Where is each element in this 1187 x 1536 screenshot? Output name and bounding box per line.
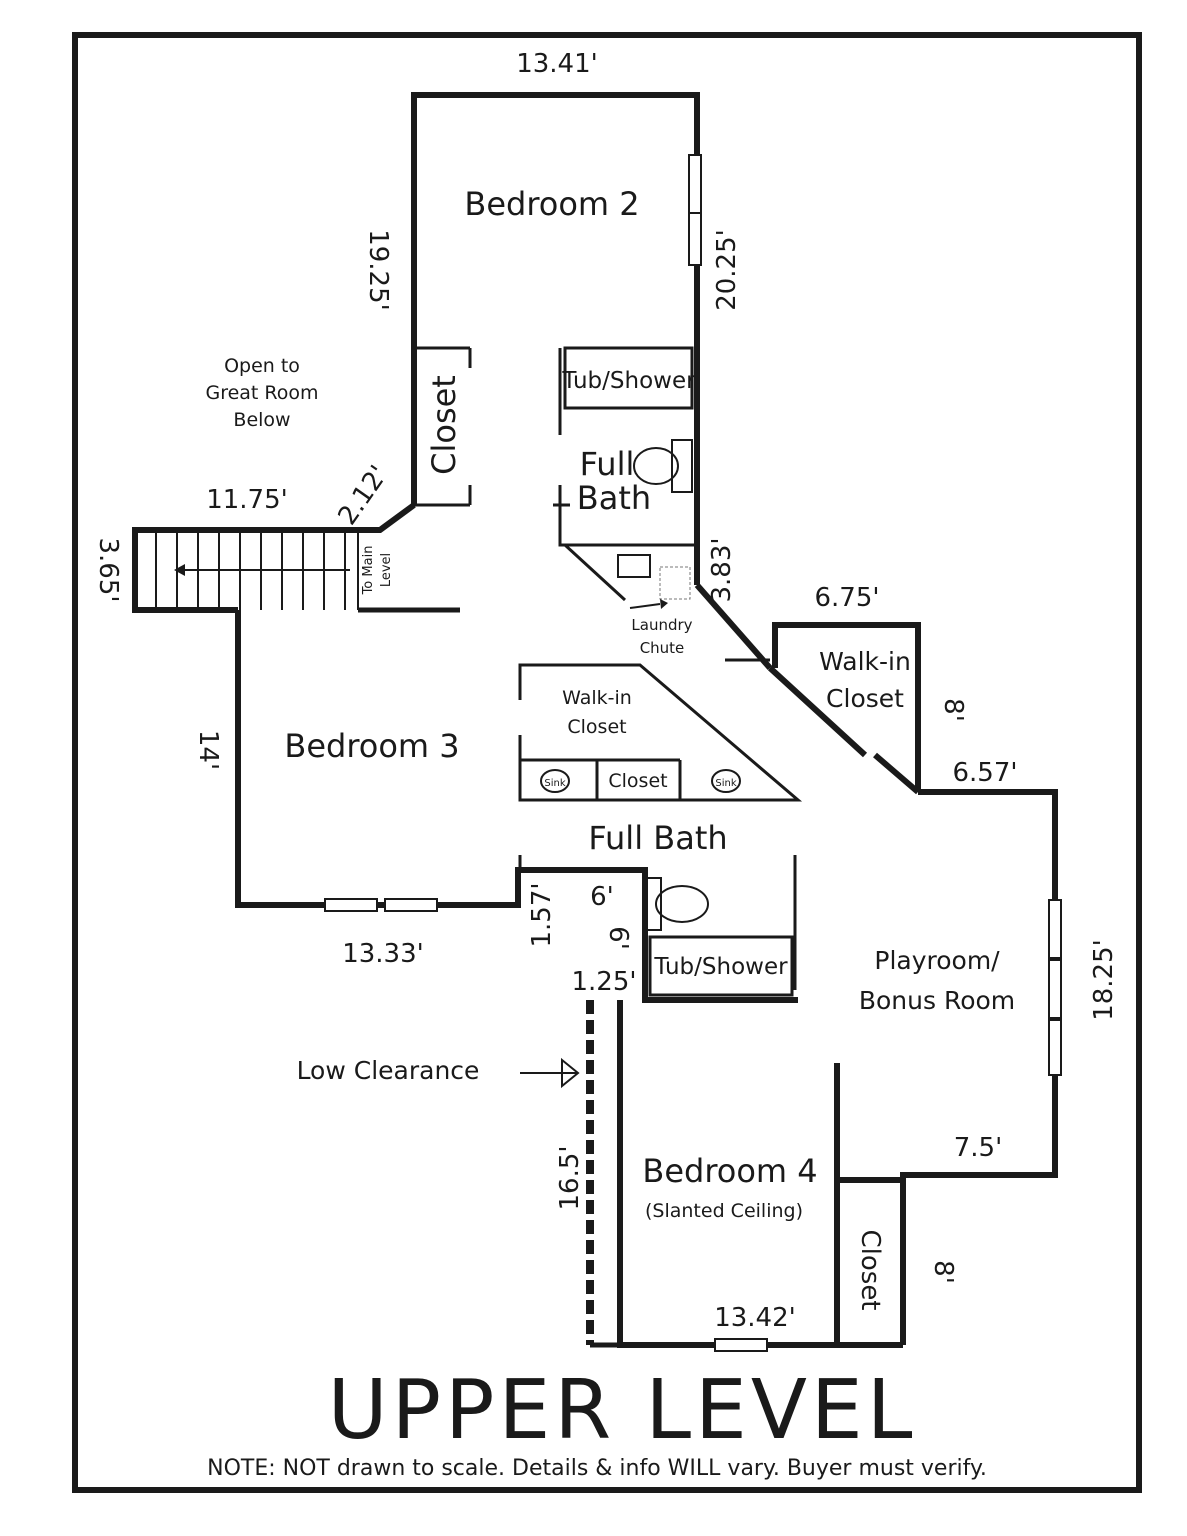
open-label-1: Open to [224,355,300,377]
dim-playroom-side: 18.25' [1089,939,1119,1021]
walkin-right-walls [772,622,921,792]
dim-walkin-side: 8' [938,698,968,722]
toilet-upper [633,447,679,485]
walkin-mid-label-1: Walk-in [562,687,632,709]
low-clearance-label: Low Clearance [297,1056,480,1085]
full-bath-mid-label: Full Bath [588,819,727,857]
bedroom2-walls [411,92,700,585]
sink-left [540,769,570,793]
dim-bed4-side: 16.5' [555,1145,585,1210]
open-label-2: Great Room [205,382,318,404]
window [1048,959,1062,1019]
playroom-label-2: Bonus Room [859,986,1015,1015]
disclaimer-note: NOTE: NOT drawn to scale. Details & info… [207,1456,987,1481]
bath-lower-walls [605,867,798,1003]
dim-right-b2: 20.25' [712,229,742,311]
tub-lower-label: Tub/Shower [653,954,788,980]
walkin-diag-2 [873,752,920,795]
window [714,1338,768,1352]
bedroom4-label: Bedroom 4 [642,1152,817,1190]
bedroom4-sublabel: (Slanted Ceiling) [645,1200,803,1222]
staircase [155,530,460,613]
bedroom3-walls [235,610,605,908]
closet-upper-walls [414,346,472,507]
dim-stair: 3.65' [93,537,123,602]
window [1048,899,1062,959]
dim-closet-side: 8' [928,1260,958,1284]
bath-upper-walls [558,348,697,547]
closet-upper-label: Closet [425,375,463,475]
tub-upper [563,346,694,410]
dim-hall-c: 6' [603,926,633,950]
dim-top: 13.41' [516,49,598,79]
laundry-label-2: Chute [640,639,685,657]
window [1048,1019,1062,1076]
dim-hall-b: 6' [590,882,614,912]
closet-mid-label: Closet [608,770,667,792]
dim-hall-a: 1.57' [527,882,557,947]
vanity-upper [617,554,651,578]
dim-walkin-top: 6.75' [814,583,879,613]
dim-left-b2: 19.25' [363,229,393,311]
playroom-walls [900,789,1058,1345]
toilet-lower [655,885,709,923]
bedroom2-label: Bedroom 2 [464,185,639,223]
sink-right-label: Sink [715,778,736,789]
bedroom3-label: Bedroom 3 [284,727,459,765]
walkin-right-label-2: Closet [826,684,904,713]
dim-bed3-bottom: 13.33' [342,939,424,969]
full-bath-upper-1: Full [580,445,635,483]
walkin-right-label-1: Walk-in [819,647,911,676]
corridor-diag [694,583,773,670]
stairs-label-2: Level [379,553,394,587]
dim-hall-d: 1.25' [571,967,636,997]
bath-diagonal [563,543,627,602]
closet-lower-label: Closet [855,1229,885,1310]
laundry-label-1: Laundry [631,616,692,634]
laundry-chute-box [659,566,691,600]
window [384,898,438,912]
page-border [72,32,1142,1493]
bath-mid-walls [518,855,797,990]
landing-walls [132,502,416,613]
dim-playroom-top: 6.57' [952,758,1017,788]
dim-play-bottom: 7.5' [954,1133,1003,1163]
window [688,212,702,266]
stairs-label-1: To Main [361,546,376,596]
walkin-diag [767,665,868,758]
tub-upper-label: Tub/Shower [561,368,696,394]
toilet-tank-upper [671,439,693,493]
walkin-mid-walls [518,663,803,802]
open-label-3: Below [233,409,290,431]
dim-landing: 11.75' [206,485,288,515]
playroom-label-1: Playroom/ [874,946,1000,975]
dim-bed3-side: 14' [193,730,223,770]
sink-left-label: Sink [544,778,565,789]
dim-bed4-bottom: 13.42' [714,1303,796,1333]
vanity-row [520,758,682,800]
sink-right [711,769,741,793]
toilet-tank-lower [646,877,662,931]
full-bath-upper-2: Bath [577,479,651,517]
dim-diag: 2.12' [333,460,395,530]
tub-lower [648,935,794,997]
dim-bath-side: 3.83' [707,537,737,602]
walkin-mid-label-2: Closet [567,716,626,738]
plan-title: UPPER LEVEL [328,1363,917,1458]
window [324,898,378,912]
window [688,154,702,214]
